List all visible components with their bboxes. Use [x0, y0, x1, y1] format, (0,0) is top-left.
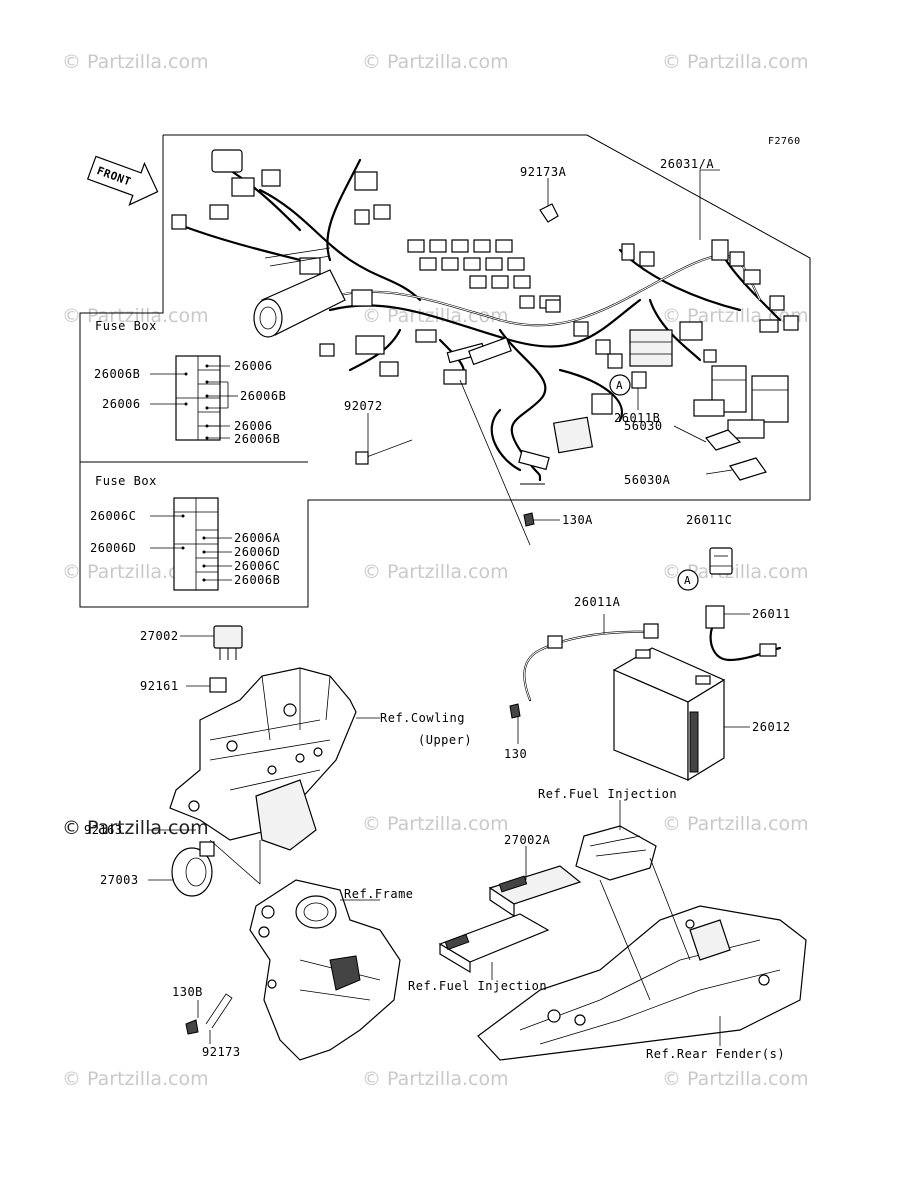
fuse-label: 26006B	[234, 573, 280, 587]
frame-section	[185, 879, 401, 1061]
fuse-label: 26006D	[90, 541, 136, 555]
part-label: 56030A	[624, 473, 671, 487]
watermark: © Partzilla.com	[362, 813, 509, 835]
part-label: 27002	[140, 629, 179, 643]
battery-section	[509, 605, 782, 782]
ref-label: (Upper)	[418, 733, 472, 747]
part-label: 130B	[172, 985, 203, 999]
part-label: 27003	[100, 873, 139, 887]
reference-labels: Ref.Cowling (Upper) Ref.Fuel Injection R…	[344, 711, 785, 1061]
watermark: © Partzilla.com	[662, 51, 809, 73]
horn-27003	[171, 841, 215, 897]
connector-cluster	[407, 239, 561, 309]
part-label: 26031/A	[660, 157, 714, 171]
part-label: 26012	[752, 720, 791, 734]
leader-lines	[367, 169, 733, 546]
watermark: © Partzilla.com	[62, 51, 209, 73]
watermark: © Partzilla.com	[362, 51, 509, 73]
part-label: 56030	[624, 419, 663, 433]
fuse-box-1: Fuse Box 26006B 26006 26006 26006B 26006…	[94, 319, 286, 446]
fuse-label: 26006D	[234, 545, 280, 559]
part-label: 92161	[140, 679, 179, 693]
fuse-label: 26006	[234, 359, 273, 373]
battery-26012	[612, 647, 726, 782]
part-label: 92163	[84, 823, 123, 837]
fuse-label: 26006C	[234, 559, 280, 573]
fuse-label: 26006	[102, 397, 141, 411]
cowling-bracket-section	[148, 625, 380, 897]
callout-a-top: A	[609, 374, 631, 396]
part-labels: 92173A 26031/A 92072 26011B 56030 56030A…	[84, 157, 791, 1059]
fuse-box-2-title: Fuse Box	[95, 474, 157, 488]
part-label: 26011C	[686, 513, 732, 527]
ref-label: Ref.Frame	[344, 887, 414, 901]
watermark: © Partzilla.com	[662, 561, 809, 583]
fuse-label: 26006	[234, 419, 273, 433]
fuse-26011c	[709, 547, 733, 575]
part-label: 92173A	[520, 165, 567, 179]
watermark: © Partzilla.com	[62, 561, 209, 583]
front-arrow-icon	[86, 155, 159, 206]
watermark: © Partzilla.com	[662, 813, 809, 835]
callout-marker: A	[616, 379, 623, 392]
watermark: © Partzilla.com	[662, 1068, 809, 1090]
fuse-box-1-title: Fuse Box	[95, 319, 157, 333]
watermark: © Partzilla.com	[362, 561, 509, 583]
part-label: 92173	[202, 1045, 241, 1059]
fuse-label: 26006B	[234, 432, 280, 446]
fuse-label: 26006B	[94, 367, 140, 381]
ref-label: Ref.Rear Fender(s)	[646, 1047, 785, 1061]
central-connector	[518, 416, 594, 471]
callout-a-bottom: A	[677, 569, 699, 591]
watermarks: © Partzilla.com © Partzilla.com © Partzi…	[62, 51, 809, 1090]
main-harness-panel	[79, 134, 811, 608]
part-label: 26011	[752, 607, 791, 621]
fuse-label: 26006B	[240, 389, 286, 403]
fuse-box-2: Fuse Box 26006C 26006D 26006A 26006D 260…	[90, 474, 281, 591]
watermark: © Partzilla.com	[62, 305, 209, 327]
relay-boxes	[693, 365, 789, 439]
part-label: 27002A	[504, 833, 551, 847]
part-label: 130A	[562, 513, 593, 527]
ecu-rear-fender-section	[438, 800, 807, 1061]
main-wiring-harness	[171, 149, 799, 485]
watermark-dark: © Partzilla.com	[62, 817, 209, 839]
bolt-130a	[523, 512, 535, 527]
figure-code: F2760	[768, 136, 801, 147]
callout-marker: A	[684, 574, 691, 587]
front-arrow: FRONT	[86, 155, 159, 206]
ref-label: Ref.Cowling	[380, 711, 465, 725]
watermark: © Partzilla.com	[362, 1068, 509, 1090]
ref-label: Ref.Fuel Injection	[408, 979, 547, 993]
part-label: 26011B	[614, 411, 660, 425]
regulator	[629, 329, 673, 367]
fuse-label: 26006A	[234, 531, 281, 545]
part-label: 26011A	[574, 595, 621, 609]
watermark: © Partzilla.com	[62, 1068, 209, 1090]
fuse-label: 26006C	[90, 509, 136, 523]
part-label: 130	[504, 747, 527, 761]
sensor-cylinder	[253, 269, 346, 338]
part-label: 92072	[344, 399, 383, 413]
ref-label: Ref.Fuel Injection	[538, 787, 677, 801]
